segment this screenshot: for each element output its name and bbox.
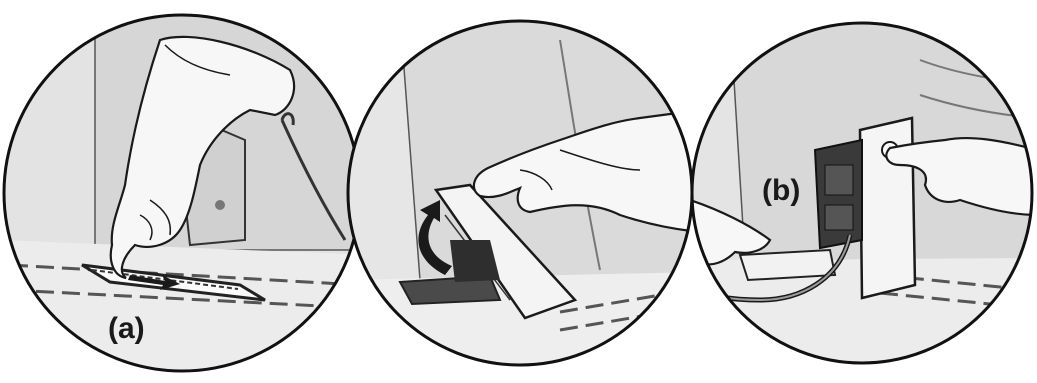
panel-c: (b) (690, 0, 1037, 383)
label-a: (a) (108, 312, 145, 345)
panel-a: (a) (0, 0, 370, 383)
panel-b (340, 0, 700, 383)
label-b: (b) (762, 174, 800, 207)
